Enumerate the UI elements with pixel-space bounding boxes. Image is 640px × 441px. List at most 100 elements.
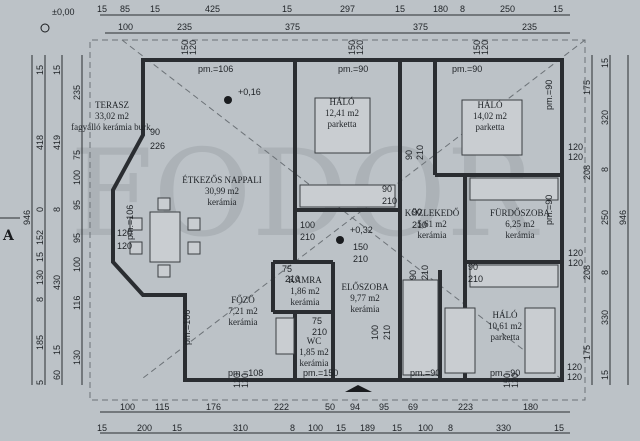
dimension-label: 95 xyxy=(72,200,82,210)
dimension-label: 95 xyxy=(379,402,389,412)
room-name: WC xyxy=(307,336,322,346)
dimension-label: 116 xyxy=(72,296,82,310)
room-name: HÁLÓ xyxy=(330,97,355,107)
dimension-label: 69 xyxy=(408,402,418,412)
dimension-label: 176 xyxy=(206,402,221,412)
dimension-label: 115 xyxy=(155,402,169,412)
opening-label: pm.=150 xyxy=(303,368,338,378)
opening-label: 90 xyxy=(382,184,392,194)
dimension-label: 8 xyxy=(290,423,295,433)
opening-label: 210 xyxy=(300,232,315,242)
furniture xyxy=(129,97,559,392)
opening-label: 120 xyxy=(568,152,583,162)
opening-label: 120 xyxy=(567,362,582,372)
dimension-label: 175 xyxy=(582,345,592,360)
dimension-label: 15 xyxy=(336,423,346,433)
dimension-label: 297 xyxy=(340,4,355,14)
dimension-label: 100 xyxy=(72,257,82,272)
room-name: FŐZŐ xyxy=(231,295,255,305)
room-area: 10,61 m2 xyxy=(488,321,522,331)
room-area: 14,02 m2 xyxy=(473,111,507,121)
opening-label: 150 xyxy=(353,242,368,252)
opening-label: 150 xyxy=(180,40,190,55)
dimension-label: 222 xyxy=(274,402,289,412)
opening-label: 120 xyxy=(567,372,582,382)
dimension-label: 208 xyxy=(582,165,592,180)
dimension-label: 235 xyxy=(522,22,537,32)
dimension-label: 95 xyxy=(72,233,82,243)
staircase xyxy=(402,279,439,376)
dimension-label: 15 xyxy=(52,345,62,355)
dimension-label: 75 xyxy=(72,150,82,160)
dimension-label: 0 xyxy=(35,207,45,212)
dimension-label: 175 xyxy=(582,80,592,95)
room-floor: kerámia xyxy=(291,297,320,307)
room-area: 12,41 m2 xyxy=(325,108,359,118)
dimension-label: 5 xyxy=(35,380,45,385)
opening-label: 90 xyxy=(412,207,422,217)
dimension-label: 100 xyxy=(308,423,323,433)
room-floor: kerámia xyxy=(506,230,535,240)
dimension-label: 50 xyxy=(325,402,335,412)
room-area: 5,61 m2 xyxy=(417,219,447,229)
opening-label: 75 xyxy=(312,316,322,326)
section-marker: A xyxy=(2,228,15,244)
dimension-label: 430 xyxy=(52,275,62,290)
dimension-label: 15 xyxy=(553,4,563,14)
dimension-label: 60 xyxy=(52,370,62,380)
dimension-label: 100 xyxy=(120,402,135,412)
opening-label: 226 xyxy=(150,141,165,151)
dimension-label: 130 xyxy=(72,350,82,365)
dimension-label: 375 xyxy=(413,22,428,32)
level-marker-icon xyxy=(224,96,232,104)
opening-label: 210 xyxy=(312,327,327,337)
room-floor: kerámia xyxy=(351,304,380,314)
room-name: ELŐSZOBA xyxy=(342,282,390,292)
dimension-label: 15 xyxy=(97,4,107,14)
dimension-label: 15 xyxy=(52,65,62,75)
dimension-label: 100 xyxy=(118,22,133,32)
opening-label: pm.=106 xyxy=(125,205,135,240)
room-area: 30,99 m2 xyxy=(205,186,239,196)
room-area: 33,02 m2 xyxy=(95,111,129,121)
room-area: 6,25 m2 xyxy=(505,219,535,229)
opening-label: pm.=90 xyxy=(410,368,440,378)
opening-label: 120 xyxy=(568,258,583,268)
opening-label: 120 xyxy=(355,40,365,55)
level-label: ±0,00 xyxy=(52,7,74,17)
dimension-label: 15 xyxy=(395,4,405,14)
opening-label: pm.=90 xyxy=(544,195,554,225)
dining-table xyxy=(149,211,181,263)
dimension-label: 223 xyxy=(458,402,473,412)
opening-label: 90 xyxy=(404,150,414,160)
dimension-label: 15 xyxy=(172,423,182,433)
room-area: 9,77 m2 xyxy=(350,293,380,303)
level-marker-icon xyxy=(336,236,344,244)
dimension-label: 419 xyxy=(52,135,62,150)
room-name: TERASZ xyxy=(95,100,129,110)
dimension-label: 100 xyxy=(72,170,82,185)
opening-label: 150 xyxy=(502,373,512,388)
room-floor: kerámia xyxy=(418,230,447,240)
dimension-label: 200 xyxy=(137,423,152,433)
opening-label: 210 xyxy=(382,325,392,340)
dimension-label: 100 xyxy=(418,423,433,433)
dimension-label: 946 xyxy=(618,210,628,225)
dimension-lines xyxy=(0,14,629,434)
dimension-label: 15 xyxy=(35,65,45,75)
dimension-label: 130 xyxy=(35,270,45,285)
opening-label: 210 xyxy=(468,274,483,284)
room-name: KAMRA xyxy=(288,275,322,285)
opening-label: 210 xyxy=(353,254,368,264)
opening-label: pm.=108 xyxy=(228,368,263,378)
bed xyxy=(314,97,371,154)
opening-label: 90 xyxy=(408,270,418,280)
opening-label: 210 xyxy=(415,145,425,160)
dimension-label: 15 xyxy=(600,370,610,380)
wardrobe xyxy=(299,184,396,208)
room-floor: parketta xyxy=(491,332,520,342)
opening-label: 120 xyxy=(568,248,583,258)
opening-label: 150 xyxy=(472,40,482,55)
room-name: HÁLÓ xyxy=(478,100,503,110)
